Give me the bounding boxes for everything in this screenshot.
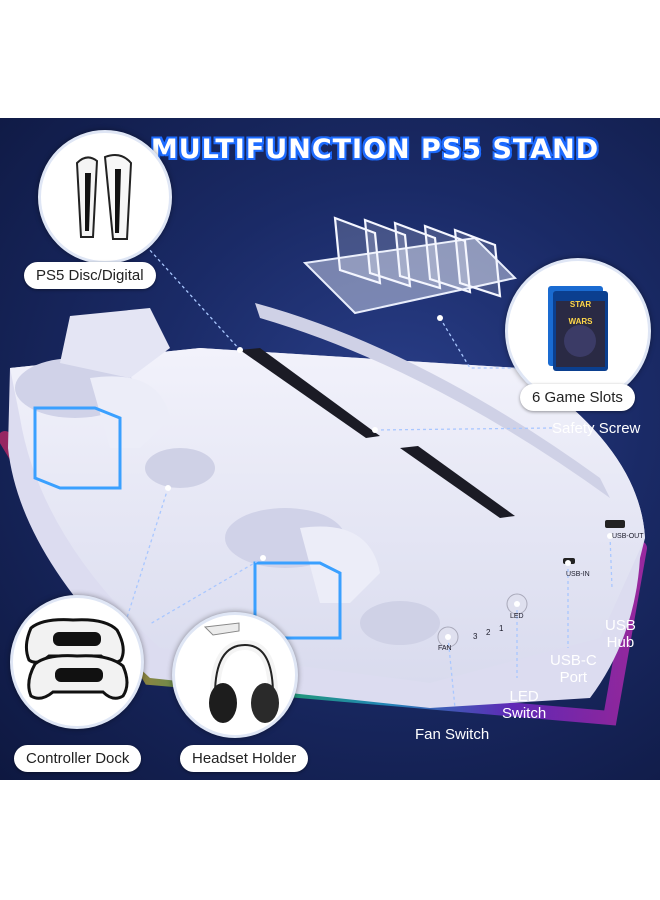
callout-controller-dock: Controller Dock [14, 745, 142, 772]
callout-led-switch: LED Switch [502, 688, 547, 722]
led-marking: LED [510, 613, 524, 620]
game-case-icon [548, 286, 608, 371]
page-title: MULTIFUNCTION PS5 STAND [150, 134, 600, 165]
controller-icon [24, 618, 129, 700]
slot-number-3: 3 [473, 632, 478, 641]
game-case-title: STAR WARS [568, 300, 593, 326]
callout-game-slots: 6 Game Slots [520, 384, 635, 411]
callout-ps5: PS5 Disc/Digital [24, 262, 156, 289]
headset-icon [203, 622, 279, 723]
product-banner: FAN LED USB-IN USB-OUT 3 2 1 [0, 118, 660, 780]
game-cases-image: STAR WARS [505, 258, 651, 404]
fan-marking: FAN [438, 645, 452, 652]
usb-in-marking: USB-IN [566, 571, 590, 578]
callout-usb-c-port: USB-C Port [550, 652, 597, 686]
stand-illustration [0, 227, 647, 726]
ps5-console-image [38, 130, 172, 264]
slot-number-2: 2 [486, 628, 491, 637]
callout-headset-holder: Headset Holder [180, 745, 309, 772]
game-slot-rack [302, 216, 518, 315]
ps5-console-icon [75, 154, 133, 240]
usb-out-marking: USB-OUT [612, 533, 644, 540]
headset-holder-image [172, 612, 298, 738]
callout-fan-switch: Fan Switch [415, 726, 490, 743]
callout-usb-hub: USB Hub [605, 617, 636, 651]
callout-safety-screw: Safety Screw [552, 420, 641, 437]
slot-number-1: 1 [499, 624, 504, 633]
controller-image [10, 595, 144, 729]
